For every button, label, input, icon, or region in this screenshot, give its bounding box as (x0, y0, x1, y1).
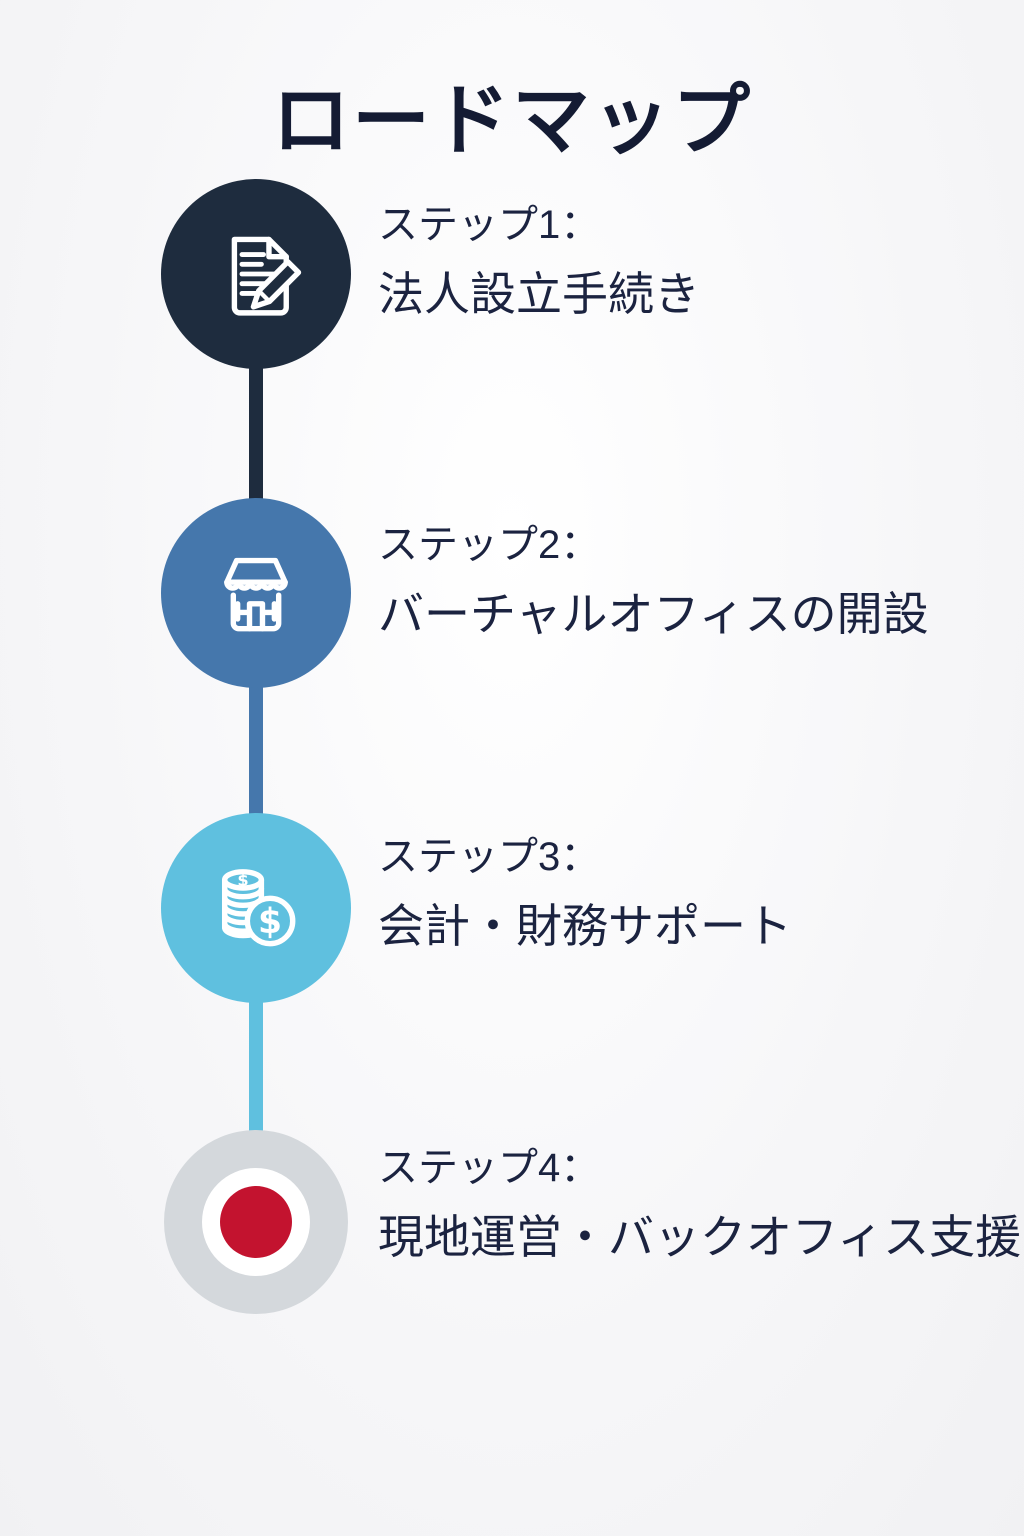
step-item-2: ステップ2： バーチャルオフィスの開設 (378, 523, 929, 640)
step-circle: $ $ (161, 813, 351, 1003)
page-title: ロードマップ (271, 76, 752, 165)
step-label: ステップ4： (378, 1146, 601, 1190)
target-inner-ring (202, 1168, 310, 1276)
step-circle (161, 179, 351, 369)
step-item-1: ステップ1： 法人設立手続き (378, 203, 700, 320)
target-center-dot (220, 1186, 292, 1258)
step-description: 現地運営・バックオフィス支援 (378, 1211, 1022, 1263)
step-label: ステップ2： (378, 523, 601, 567)
document-pencil-icon (231, 236, 302, 316)
svg-text:$: $ (237, 870, 248, 889)
target-icon (164, 1130, 348, 1314)
step-description: バーチャルオフィスの開設 (378, 588, 929, 640)
step-label: ステップ3： (378, 835, 601, 879)
step-label: ステップ1： (378, 203, 601, 247)
step-circle (161, 498, 351, 688)
step-item-3: ステップ3： 会計・財務サポート (378, 835, 792, 952)
coins-dollar-icon: $ $ (221, 869, 296, 947)
step-description: 法人設立手続き (378, 268, 700, 320)
svg-text:$: $ (258, 902, 282, 942)
storefront-icon (224, 557, 288, 632)
step-description: 会計・財務サポート (378, 900, 792, 952)
step-item-4: ステップ4： 現地運営・バックオフィス支援 (378, 1146, 1021, 1263)
